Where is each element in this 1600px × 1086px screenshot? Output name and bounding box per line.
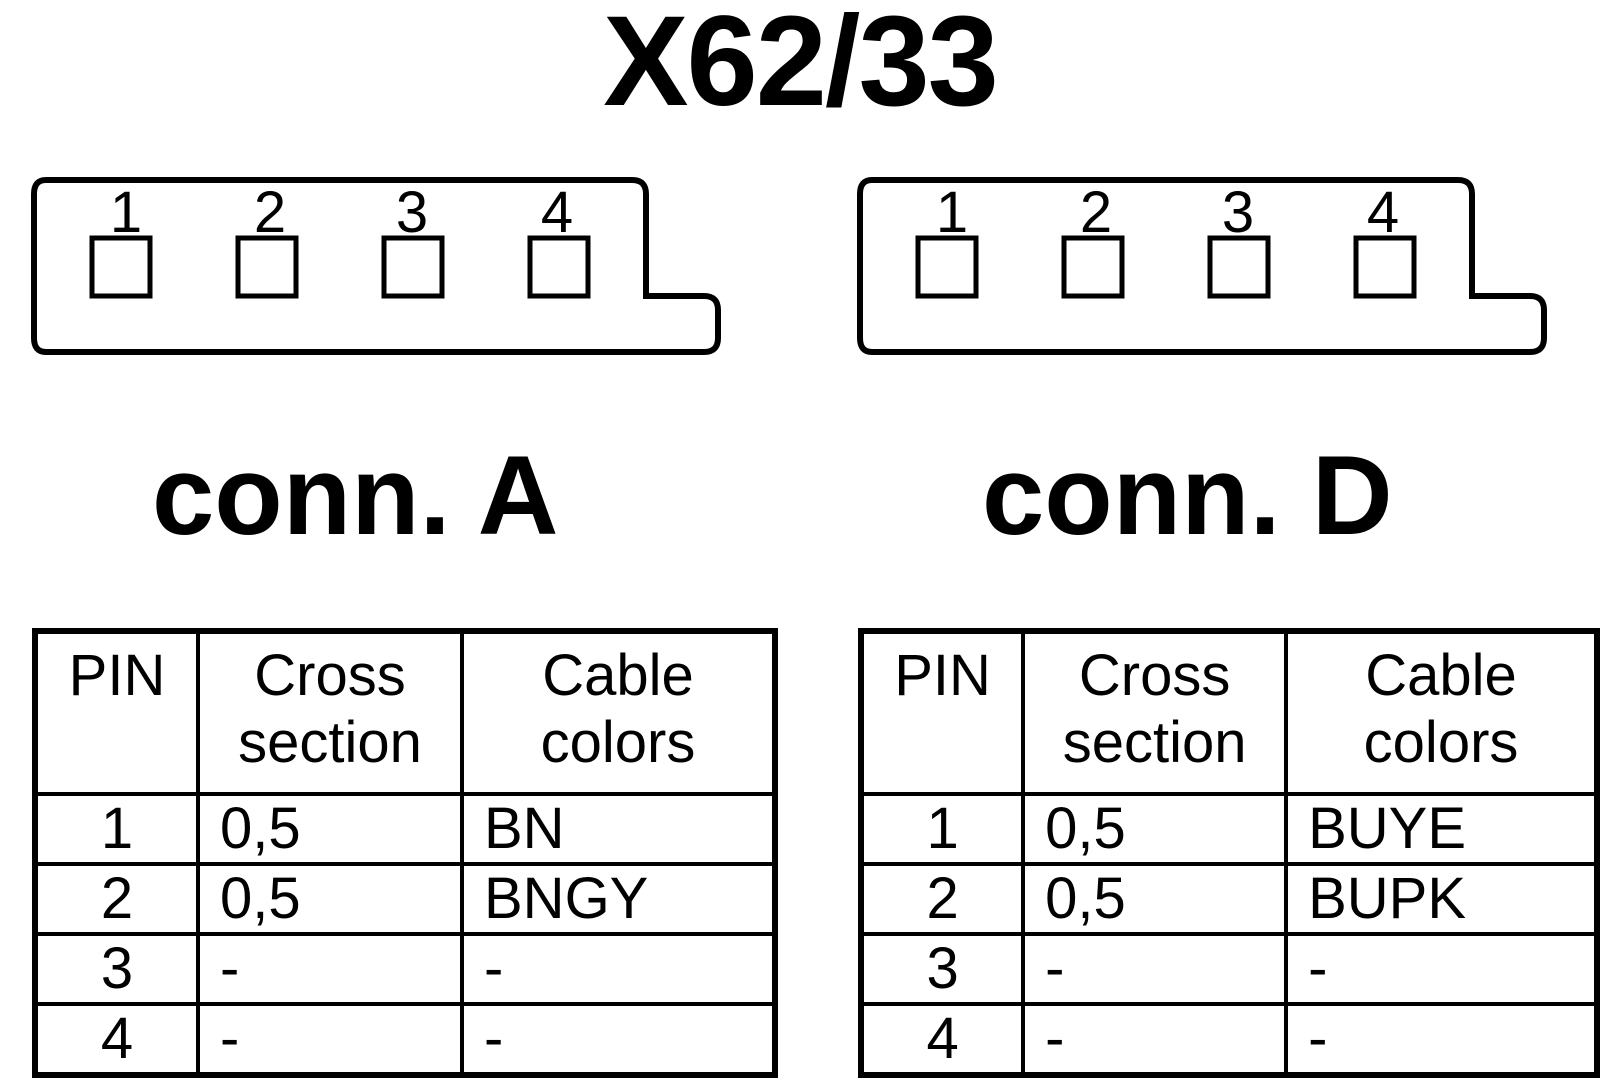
cell-cable-color: BNGY [460,862,777,936]
table-row: 1 0,5 BUYE [858,792,1599,866]
cell-pin: 3 [858,932,1026,1006]
cell-cable-color: BN [460,792,777,866]
connector-a-label: conn. A [152,433,559,558]
connector-a-housing [31,177,721,355]
table-row: 4 - - [858,1002,1599,1077]
cell-cable-color: BUPK [1284,862,1599,936]
connector-d-label: conn. D [982,433,1393,558]
cell-pin: 2 [858,862,1026,936]
pin-number: 4 [541,180,573,245]
pin-table-d: PIN Cross section Cable colors 1 0,5 BUY… [858,628,1600,1078]
cell-pin: 4 [33,1002,200,1077]
pin-4-socket [527,235,591,299]
pin-number: 2 [254,180,286,245]
diagram-title: X62/33 [603,0,999,133]
table-row: 2 0,5 BNGY [33,862,777,936]
table-row: 3 - - [33,932,777,1006]
cell-cable-color: - [1284,1002,1599,1077]
cell-pin: 2 [33,862,200,936]
cell-cross-section: - [1021,932,1289,1006]
cell-pin: 4 [858,1002,1026,1077]
table-row: 2 0,5 BUPK [858,862,1599,936]
cell-cross-section: 0,5 [1021,792,1289,866]
pin-number: 3 [396,180,428,245]
header-cable-colors: Cable colors [460,629,777,796]
cell-cross-section: - [1021,1002,1289,1077]
connector-a-outline: 1 2 3 4 [31,177,721,355]
cell-cable-color: - [460,1002,777,1077]
pin-table-a: PIN Cross section Cable colors 1 0,5 BN … [32,628,778,1078]
pin-1-socket [915,235,979,299]
pin-number: 2 [1080,180,1112,245]
connector-d-outline: 1 2 3 4 [857,177,1547,355]
cell-pin: 1 [33,792,200,866]
pin-4-socket [1353,235,1417,299]
table-row: 1 0,5 BN [33,792,777,866]
cell-pin: 1 [858,792,1026,866]
pin-number: 1 [936,180,968,245]
pin-3-socket [381,235,445,299]
connector-d-housing [857,177,1547,355]
pin-number: 1 [110,180,142,245]
cell-cross-section: 0,5 [1021,862,1289,936]
cell-cross-section: 0,5 [196,862,464,936]
pin-2-socket [235,235,299,299]
cell-pin: 3 [33,932,200,1006]
pin-3-socket [1207,235,1271,299]
table-header-row: PIN Cross section Cable colors [858,629,1599,796]
table-row: 4 - - [33,1002,777,1077]
pin-number: 4 [1367,180,1399,245]
header-cross-section: Cross section [196,629,464,796]
table-header-row: PIN Cross section Cable colors [33,629,777,796]
table-row: 3 - - [858,932,1599,1006]
cell-cable-color: - [460,932,777,1006]
header-pin: PIN [858,629,1026,796]
header-cross-section: Cross section [1021,629,1289,796]
pin-number: 3 [1222,180,1254,245]
cell-cross-section: 0,5 [196,792,464,866]
cell-cable-color: - [1284,932,1599,1006]
header-pin: PIN [33,629,200,796]
cell-cross-section: - [196,932,464,1006]
pin-2-socket [1061,235,1125,299]
pin-1-socket [89,235,153,299]
cell-cable-color: BUYE [1284,792,1599,866]
cell-cross-section: - [196,1002,464,1077]
header-cable-colors: Cable colors [1284,629,1599,796]
